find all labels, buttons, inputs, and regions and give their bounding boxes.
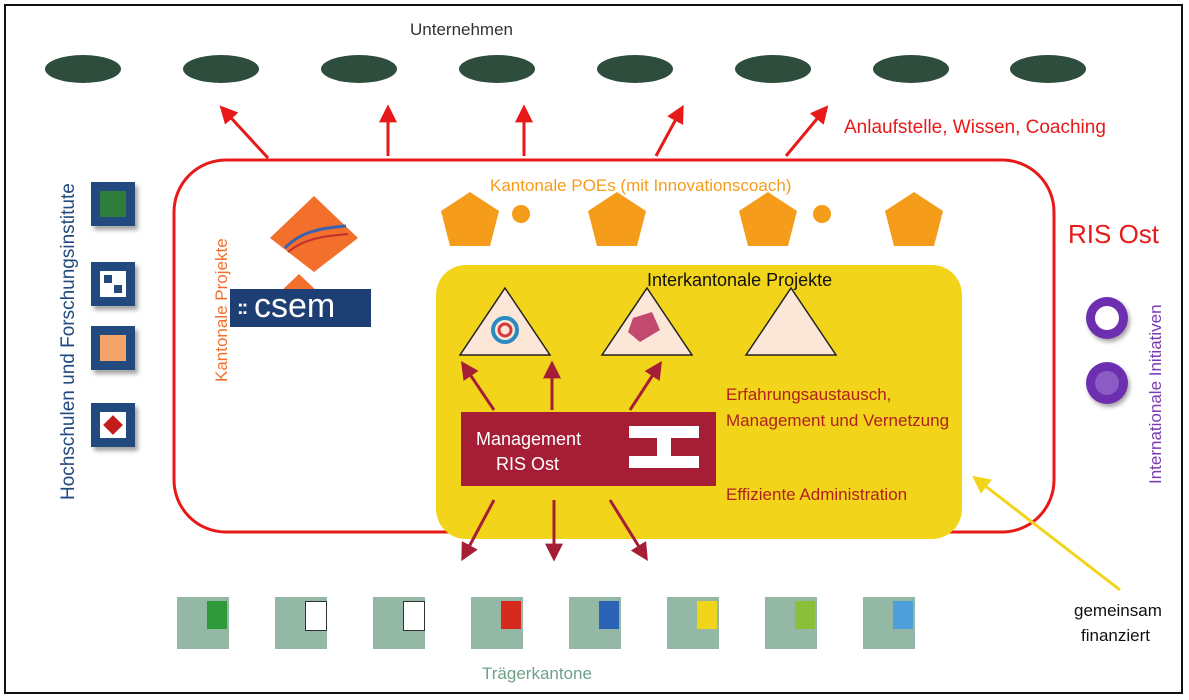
poe-pentagon: [441, 192, 499, 246]
management-box: [461, 412, 716, 486]
company-ellipse: [321, 55, 397, 83]
erfahrung-label-2: Management und Vernetzung: [726, 411, 950, 430]
university-icon: [91, 326, 135, 370]
erfahrung-label-1: Erfahrungsaustausch,: [726, 385, 892, 404]
internationale-label: Internationale Initiativen: [1146, 304, 1165, 484]
canton-crest: [667, 597, 719, 649]
red-arrows: [219, 104, 829, 160]
company-ellipse: [735, 55, 811, 83]
poe-dot: [512, 205, 530, 223]
traegerkantone-label: Trägerkantone: [482, 664, 592, 683]
interkantonal-triangle: [458, 286, 552, 356]
company-ellipse: [597, 55, 673, 83]
triangle-logo-gem: [628, 312, 660, 342]
company-ellipse: [873, 55, 949, 83]
company-ellipses: [45, 55, 1086, 83]
management-logo: [629, 426, 699, 468]
international-initiative-icon: [1086, 362, 1128, 404]
gemeinsam-label-1: gemeinsam: [1074, 601, 1162, 620]
international-initiative-icon: [1086, 297, 1128, 339]
effiziente-label: Effiziente Administration: [726, 485, 908, 504]
yellow-arrow: [972, 475, 1121, 592]
gemeinsam-label-2: finanziert: [1081, 626, 1150, 645]
university-icon: [91, 182, 135, 226]
poe-dot: [813, 205, 831, 223]
triangle-logo-swirl: [491, 316, 519, 344]
canton-crest: [863, 597, 915, 649]
canton-crest: [471, 597, 523, 649]
csem-dots-icon: ::: [237, 297, 248, 319]
poe-pentagon: [739, 192, 797, 246]
company-ellipse: [459, 55, 535, 83]
csem-logo: :: CSEM: [230, 287, 371, 327]
research-institute-icon: [91, 403, 135, 447]
canton-crest: [373, 597, 425, 649]
kantonal-project-diamond: [270, 196, 358, 272]
poe-pentagon: [885, 192, 943, 246]
management-label-2: RIS Ost: [496, 454, 560, 474]
canton-crest: [177, 597, 229, 649]
management-arrows-down: [461, 499, 648, 562]
csem-logo-text: CSEM: [254, 287, 336, 325]
canton-crest: [765, 597, 817, 649]
canton-crest: [569, 597, 621, 649]
company-ellipse: [1010, 55, 1086, 83]
management-arrows-up: [460, 360, 662, 411]
interkantonal-triangle: [744, 286, 838, 356]
company-ellipse: [183, 55, 259, 83]
diagram-frame: [4, 4, 1183, 694]
kantonale-projekte-label: Kantonale Projekte: [212, 238, 231, 382]
company-ellipse: [45, 55, 121, 83]
management-label-1: Management: [476, 429, 582, 449]
ris-ost-label: RIS Ost: [1068, 219, 1160, 249]
poe-pentagons: [441, 192, 943, 246]
interkantonale-label: Interkantonale Projekte: [647, 270, 833, 290]
anlaufstelle-label: Anlaufstelle, Wissen, Coaching: [844, 117, 1106, 138]
unternehmen-label: Unternehmen: [410, 20, 514, 39]
kantonale-poes-label: Kantonale POEs (mit Innovationscoach): [490, 176, 792, 195]
canton-crest: [275, 597, 327, 649]
hochschulen-label: Hochschulen und Forschungsinstitute: [58, 183, 79, 500]
poe-pentagon: [588, 192, 646, 246]
university-icon: [91, 262, 135, 306]
kantonal-project-swoosh: [283, 224, 347, 250]
